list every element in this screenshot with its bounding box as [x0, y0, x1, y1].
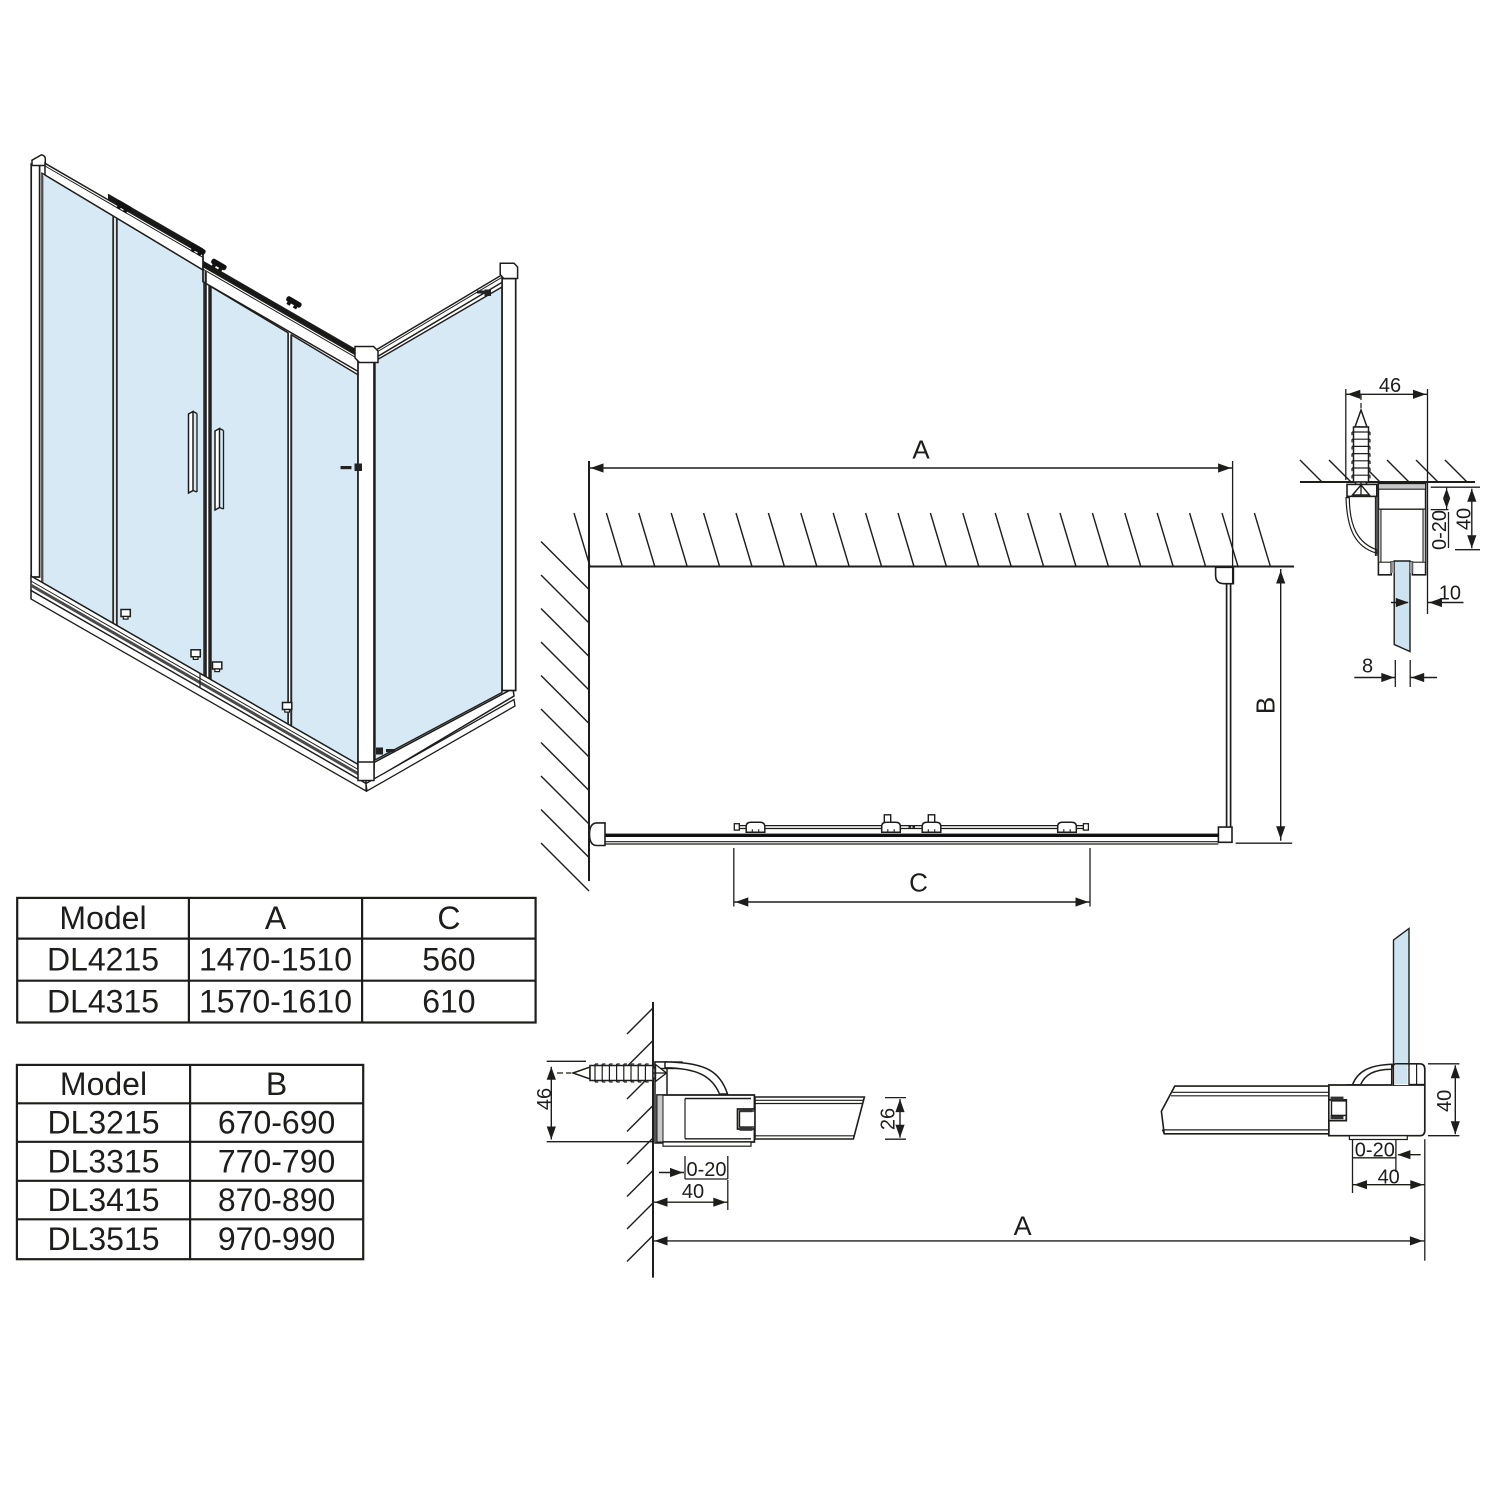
- svg-text:Model: Model: [60, 1066, 147, 1102]
- svg-text:C: C: [437, 900, 460, 936]
- svg-text:A: A: [265, 900, 287, 936]
- svg-text:40: 40: [1378, 1167, 1400, 1189]
- svg-text:A: A: [912, 435, 930, 465]
- svg-text:770-790: 770-790: [218, 1143, 335, 1179]
- svg-text:B: B: [1250, 697, 1280, 714]
- svg-text:DL4315: DL4315: [47, 984, 159, 1020]
- svg-text:Model: Model: [59, 900, 146, 936]
- svg-text:46: 46: [534, 1088, 556, 1110]
- svg-text:560: 560: [422, 942, 475, 978]
- svg-text:1570-1610: 1570-1610: [199, 984, 352, 1020]
- svg-text:DL3215: DL3215: [47, 1105, 159, 1141]
- svg-text:DL3315: DL3315: [47, 1143, 159, 1179]
- svg-text:870-890: 870-890: [218, 1182, 335, 1218]
- svg-text:1470-1510: 1470-1510: [199, 942, 352, 978]
- svg-text:10: 10: [1439, 583, 1461, 605]
- svg-text:DL4215: DL4215: [47, 942, 159, 978]
- svg-text:B: B: [266, 1066, 287, 1102]
- svg-text:DL3515: DL3515: [47, 1221, 159, 1257]
- svg-text:0-20: 0-20: [686, 1159, 726, 1181]
- svg-text:A: A: [1014, 1211, 1032, 1241]
- svg-text:0-20: 0-20: [1355, 1140, 1395, 1162]
- svg-text:40: 40: [682, 1181, 704, 1203]
- svg-text:40: 40: [1434, 1090, 1456, 1112]
- svg-text:970-990: 970-990: [218, 1221, 335, 1257]
- svg-text:610: 610: [422, 984, 475, 1020]
- svg-text:26: 26: [878, 1108, 900, 1130]
- svg-text:C: C: [909, 868, 928, 898]
- svg-text:DL3415: DL3415: [47, 1182, 159, 1218]
- svg-text:46: 46: [1379, 375, 1401, 397]
- svg-text:8: 8: [1362, 656, 1373, 678]
- svg-text:0-20: 0-20: [1429, 510, 1451, 550]
- svg-text:670-690: 670-690: [218, 1105, 335, 1141]
- svg-text:40: 40: [1453, 508, 1475, 530]
